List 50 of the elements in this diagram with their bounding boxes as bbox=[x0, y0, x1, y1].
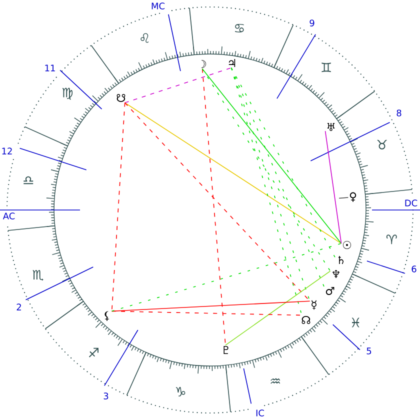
planet-symbol: ♆ bbox=[332, 270, 340, 278]
aspect-line bbox=[225, 270, 331, 346]
zodiac-sign: ♉ bbox=[377, 140, 387, 150]
planet-symbol: ♇ bbox=[224, 346, 228, 354]
aspect-line bbox=[230, 67, 325, 288]
aspect-line bbox=[124, 102, 342, 244]
aspect-line bbox=[324, 130, 342, 244]
zodiac-sign: ♐ bbox=[88, 348, 98, 358]
house-label: 8 bbox=[396, 110, 402, 116]
zodiac-sign: ♌ bbox=[140, 33, 149, 43]
house-label: 6 bbox=[412, 266, 416, 272]
aspect-line bbox=[202, 68, 331, 272]
aspect-line bbox=[111, 102, 126, 312]
zodiac-sign: ♈ bbox=[386, 234, 397, 244]
house-label: 5 bbox=[366, 348, 372, 354]
house-label: 11 bbox=[45, 64, 55, 72]
house-label: IC bbox=[256, 410, 264, 416]
aspect-line bbox=[124, 67, 232, 104]
planet-symbol: ♃ bbox=[228, 58, 236, 68]
planet-symbol: ♀ bbox=[350, 192, 356, 202]
zodiac-sign: ♊ bbox=[322, 62, 331, 72]
zodiac-sign: ♎ bbox=[24, 176, 34, 184]
planet-symbol: ♂ bbox=[326, 286, 334, 296]
planet-symbol: ♄ bbox=[338, 256, 344, 264]
zodiac-sign: ♓ bbox=[352, 318, 360, 328]
planet-symbol: ⚸ bbox=[104, 311, 109, 321]
zodiac-sign: ♋ bbox=[235, 24, 244, 32]
house-label: DC bbox=[405, 200, 418, 206]
aspect-line bbox=[202, 68, 226, 346]
house-label: AC bbox=[2, 212, 15, 220]
planet-symbol: ☊ bbox=[302, 316, 310, 324]
zodiac-sign: ♑ bbox=[176, 386, 186, 396]
zodiac-sign: ♍ bbox=[62, 88, 73, 100]
zodiac-sign: ♒ bbox=[270, 378, 280, 384]
planet-symbol: ♅ bbox=[327, 123, 335, 132]
house-label: MC bbox=[152, 2, 165, 10]
planet-symbol: ☿ bbox=[312, 300, 316, 310]
aspect-line bbox=[202, 68, 342, 244]
aspect-line bbox=[124, 102, 310, 302]
planet-symbol: ☉ bbox=[342, 241, 352, 250]
aspect-line bbox=[230, 67, 336, 258]
planet-symbol: ☋ bbox=[116, 94, 126, 102]
house-label: 9 bbox=[310, 20, 314, 26]
house-label: 2 bbox=[16, 304, 21, 310]
aspect-line bbox=[111, 310, 302, 316]
aspect-line bbox=[111, 243, 342, 312]
zodiac-sign: ♏ bbox=[32, 270, 44, 281]
planet-symbol: ☽ bbox=[201, 60, 206, 68]
house-label: 12 bbox=[2, 148, 12, 154]
house-label: 3 bbox=[104, 392, 108, 400]
